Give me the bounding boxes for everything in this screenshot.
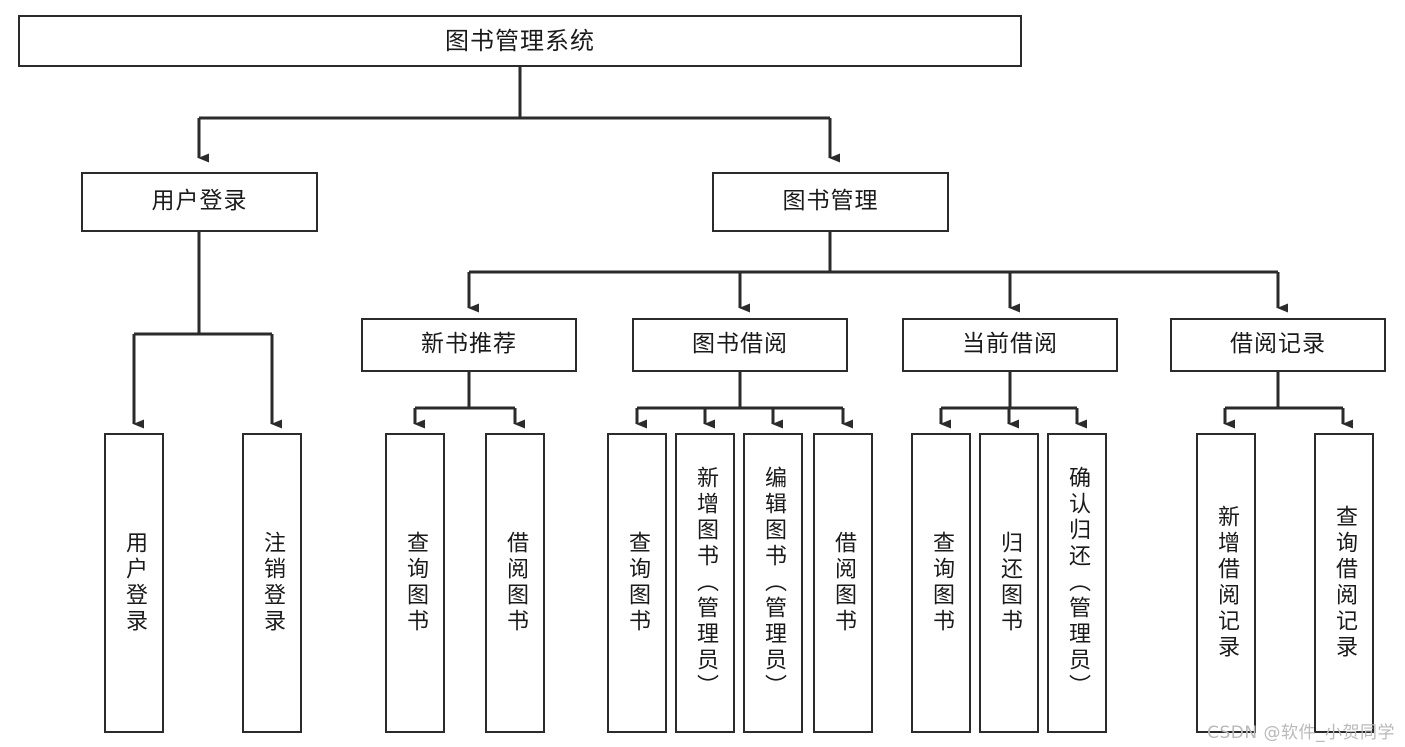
node-label: 新书推荐 (421, 331, 517, 358)
watermark-text: CSDN @软件_小贺同学 (1207, 723, 1395, 743)
leaf-confirm-return-admin[interactable]: 确认归还（管理员） (1047, 433, 1107, 733)
leaf-query-book-borrow[interactable]: 查询图书 (607, 433, 667, 733)
node-label: 用户登录 (151, 188, 248, 215)
node-label: 借阅图书 (831, 531, 856, 635)
node-book-borrow[interactable]: 图书借阅 (632, 318, 848, 372)
node-label: 借阅图书 (503, 531, 528, 635)
node-label: 新增图书（管理员） (693, 466, 718, 700)
node-user-login[interactable]: 用户登录 (81, 172, 318, 232)
node-label: 用户登录 (122, 531, 147, 635)
node-label: 当前借阅 (962, 331, 1058, 358)
node-label: 注销登录 (260, 531, 285, 635)
leaf-borrow-book-newbook[interactable]: 借阅图书 (485, 433, 545, 733)
node-label: 图书管理系统 (445, 26, 595, 55)
leaf-user-login[interactable]: 用户登录 (104, 433, 164, 733)
node-current-borrow[interactable]: 当前借阅 (902, 318, 1118, 372)
leaf-query-borrow-record[interactable]: 查询借阅记录 (1314, 433, 1374, 733)
leaf-logout[interactable]: 注销登录 (242, 433, 302, 733)
node-label: 编辑图书（管理员） (761, 466, 786, 700)
node-label: 借阅记录 (1230, 331, 1326, 358)
node-label: 查询借阅记录 (1332, 505, 1357, 661)
node-label: 查询图书 (403, 531, 428, 635)
node-label: 查询图书 (929, 531, 954, 635)
leaf-add-borrow-record[interactable]: 新增借阅记录 (1196, 433, 1256, 733)
node-label: 查询图书 (625, 531, 650, 635)
leaf-query-book-current[interactable]: 查询图书 (911, 433, 971, 733)
node-new-book-recommend[interactable]: 新书推荐 (361, 318, 577, 372)
node-borrow-record[interactable]: 借阅记录 (1170, 318, 1386, 372)
node-label: 确认归还（管理员） (1065, 466, 1090, 700)
node-label: 新增借阅记录 (1214, 505, 1239, 661)
leaf-add-book-admin[interactable]: 新增图书（管理员） (675, 433, 735, 733)
node-label: 图书借阅 (692, 331, 788, 358)
node-root-system[interactable]: 图书管理系统 (18, 15, 1022, 67)
node-book-management[interactable]: 图书管理 (712, 172, 949, 232)
leaf-edit-book-admin[interactable]: 编辑图书（管理员） (743, 433, 803, 733)
node-label: 归还图书 (997, 531, 1022, 635)
node-label: 图书管理 (782, 188, 879, 215)
leaf-borrow-book[interactable]: 借阅图书 (813, 433, 873, 733)
leaf-return-book[interactable]: 归还图书 (979, 433, 1039, 733)
leaf-query-book-newbook[interactable]: 查询图书 (385, 433, 445, 733)
